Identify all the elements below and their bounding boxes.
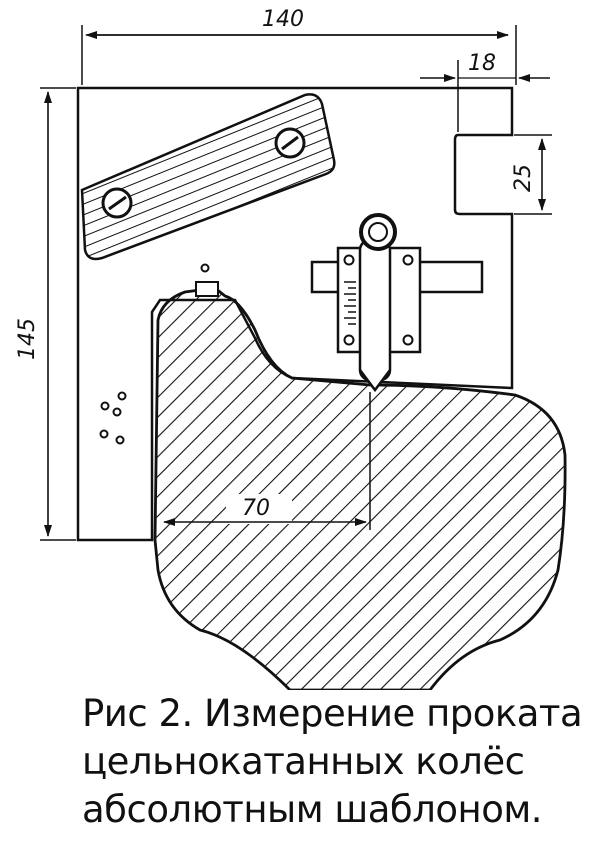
dimension-height-total: 145 xyxy=(15,87,76,541)
template-drawing: 140 18 25 145 70 xyxy=(15,7,567,690)
dim-label-145: 145 xyxy=(15,318,40,360)
dimension-flange-offset: 70 xyxy=(163,392,371,530)
caption-line-2: цельнокатанных колёс xyxy=(82,740,525,783)
dimension-step-width: 18 xyxy=(420,51,550,132)
plate-holes xyxy=(99,391,127,445)
slider-gauge xyxy=(310,213,484,393)
dimension-step-height: 25 xyxy=(511,134,552,215)
caption-line-3: абсолютным шаблоном. xyxy=(82,788,543,831)
flange-notch xyxy=(195,281,219,297)
flange-hole xyxy=(200,263,210,273)
caption-line-1: Рис 2. Измерение проката xyxy=(82,692,583,735)
dim-label-70: 70 xyxy=(242,496,270,521)
dim-label-140: 140 xyxy=(262,7,304,32)
dim-label-25: 25 xyxy=(511,164,536,192)
figure-caption: Рис 2. Измерение проката цельнокатанных … xyxy=(82,690,602,834)
dim-label-18: 18 xyxy=(468,51,496,76)
dimension-width-total: 140 xyxy=(81,7,517,85)
wheel-profile xyxy=(153,286,567,690)
handle-bar xyxy=(80,93,336,261)
